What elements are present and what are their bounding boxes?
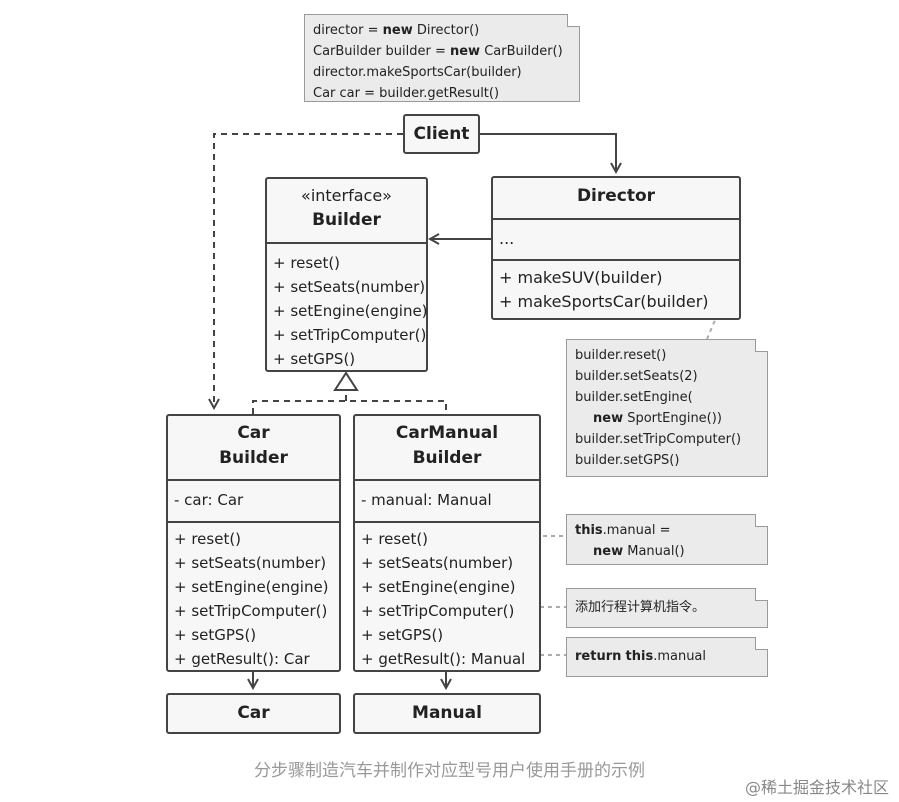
car-builder-header: Car Builder	[168, 416, 339, 479]
note-get-result: return this.manual	[566, 637, 768, 677]
director-fields: ...	[493, 218, 739, 259]
car-builder-fields: - car: Car	[168, 479, 339, 521]
note-line: this.manual =	[575, 523, 671, 538]
car-builder-class: Car Builder - car: Car + reset() + setSe…	[166, 414, 341, 672]
figure-caption: 分步骤制造汽车并制作对应型号用户使用手册的示例	[254, 761, 645, 781]
client-to-director-association	[479, 133, 616, 172]
method: + setSeats(number)	[361, 554, 514, 572]
note-client-code: director = new Director() CarBuilder bui…	[304, 14, 580, 102]
method: + setTripComputer()	[273, 326, 427, 344]
method: + reset()	[273, 254, 341, 272]
method: + getResult(): Car	[174, 650, 310, 668]
client-box: Client	[403, 114, 480, 154]
realization-triangle	[333, 371, 359, 391]
note-fold	[755, 588, 768, 601]
note-fold	[755, 514, 768, 527]
method: + setGPS()	[174, 626, 257, 644]
car-manual-builder-name: CarManual	[395, 423, 499, 443]
method: + setEngine(engine)	[361, 578, 516, 596]
method: + reset()	[361, 530, 429, 548]
note-line: return this.manual	[575, 649, 707, 664]
note-fold	[755, 637, 768, 650]
director-methods: + makeSUV(builder) + makeSportsCar(build…	[493, 259, 739, 320]
method: + makeSUV(builder)	[499, 268, 663, 287]
car-builder-name: Builder	[219, 448, 288, 468]
note-line: CarBuilder builder = new CarBuilder()	[313, 44, 563, 59]
car-manual-builder-class: CarManual Builder - manual: Manual + res…	[353, 414, 541, 672]
note-line: builder.reset()	[575, 348, 667, 363]
manual-label: Manual	[412, 703, 482, 723]
builder-methods: + reset() + setSeats(number) + setEngine…	[267, 242, 428, 377]
note-line: builder.setGPS()	[575, 453, 680, 468]
note-fold	[567, 14, 580, 27]
director-class: Director ... + makeSUV(builder) + makeSp…	[491, 176, 741, 320]
car-builder-methods: + reset() + setSeats(number) + setEngine…	[168, 521, 339, 677]
builder-interface-class: «interface» Builder + reset() + setSeats…	[265, 177, 428, 372]
method: + setSeats(number)	[273, 278, 426, 296]
note-trip-computer: 添加行程计算机指令。	[566, 588, 768, 628]
note-line: Car car = builder.getResult()	[313, 86, 500, 101]
method: + setGPS()	[273, 350, 356, 368]
director-name: Director	[576, 186, 656, 206]
car-product-class: Car	[166, 693, 341, 734]
method: + setSeats(number)	[174, 554, 327, 572]
note-line: builder.setEngine(	[575, 390, 693, 405]
note-line: builder.setTripComputer()	[575, 432, 742, 447]
method: + makeSportsCar(builder)	[499, 292, 709, 311]
note-line: director.makeSportsCar(builder)	[313, 65, 522, 80]
method: + getResult(): Manual	[361, 650, 526, 668]
method: + setGPS()	[361, 626, 444, 644]
client-label: Client	[413, 124, 470, 144]
realization-lines	[252, 390, 447, 414]
note-line: builder.setSeats(2)	[575, 369, 698, 384]
note-connector-make-sports-car	[706, 305, 722, 340]
method: + setEngine(engine)	[174, 578, 329, 596]
builder-header: «interface» Builder	[267, 179, 426, 242]
interface-stereotype: «interface»	[301, 186, 392, 205]
method: + setTripComputer()	[174, 602, 328, 620]
car-manual-builder-fields: - manual: Manual	[355, 479, 539, 521]
method: + setEngine(engine)	[273, 302, 428, 320]
method: + setTripComputer()	[361, 602, 515, 620]
note-line: director = new Director()	[313, 23, 480, 38]
field: - car: Car	[174, 491, 244, 509]
note-fold	[755, 339, 768, 352]
note-make-sports-car: builder.reset() builder.setSeats(2) buil…	[566, 339, 768, 477]
method: + reset()	[174, 530, 242, 548]
car-builder-name: Car	[237, 423, 270, 443]
car-manual-builder-methods: + reset() + setSeats(number) + setEngine…	[355, 521, 539, 677]
car-manual-builder-header: CarManual Builder	[355, 416, 539, 479]
builder-name: Builder	[312, 210, 381, 230]
note-line: 添加行程计算机指令。	[575, 600, 706, 615]
director-header: Director	[493, 178, 739, 218]
field: ...	[499, 229, 515, 248]
field: - manual: Manual	[361, 491, 492, 509]
note-line: new Manual()	[593, 544, 685, 559]
note-reset: this.manual = new Manual()	[566, 514, 768, 565]
watermark: @稀土掘金技术社区	[744, 778, 889, 797]
client-to-carbuilder-dependency	[214, 133, 403, 408]
manual-product-class: Manual	[353, 693, 541, 734]
car-label: Car	[237, 703, 270, 723]
car-manual-builder-name: Builder	[412, 448, 482, 468]
note-line: new SportEngine())	[593, 411, 722, 426]
